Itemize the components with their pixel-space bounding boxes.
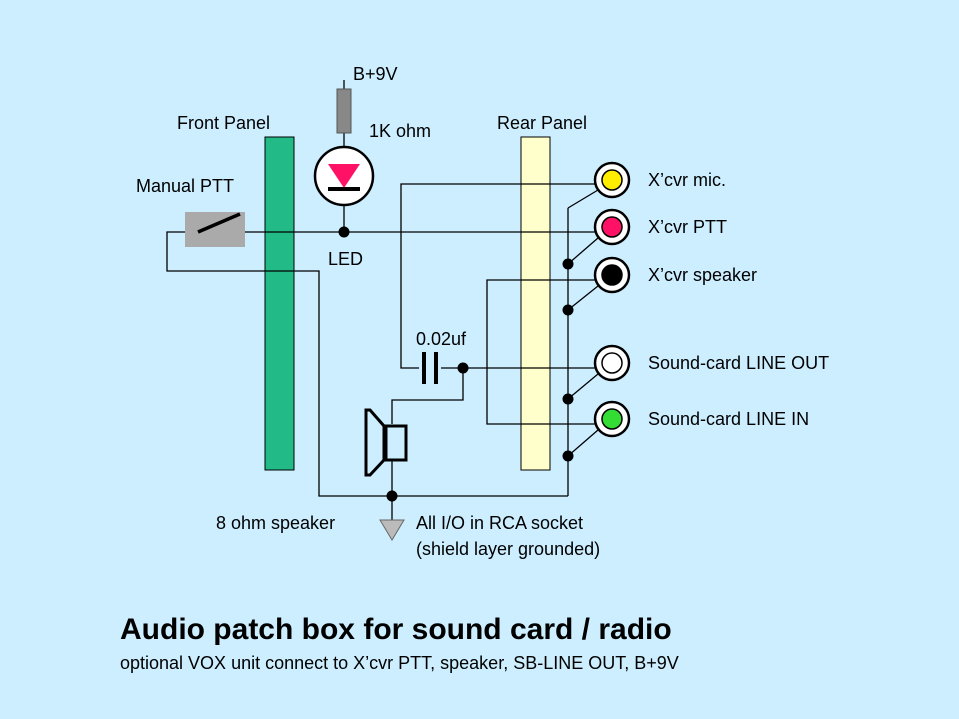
jack-line-in-center xyxy=(601,408,623,430)
led-label: LED xyxy=(328,249,363,269)
jack-speaker-center xyxy=(601,264,623,286)
jack-mic-center xyxy=(601,169,623,191)
rear-panel-label: Rear Panel xyxy=(497,113,587,133)
io-note-line-1: All I/O in RCA socket xyxy=(416,513,583,533)
capacitor-label: 0.02uf xyxy=(416,329,467,349)
jack-line-out-center xyxy=(601,352,623,374)
diagram-title: Audio patch box for sound card / radio xyxy=(120,613,672,646)
front-panel xyxy=(264,136,295,471)
jack-label-ptt: X’cvr PTT xyxy=(648,217,727,237)
manual-ptt-switch xyxy=(185,212,245,247)
rca-jack-line-out xyxy=(593,344,631,382)
manual-ptt-label: Manual PTT xyxy=(136,176,234,196)
jack-label-line-in: Sound-card LINE IN xyxy=(648,409,809,429)
jack-label-line-out: Sound-card LINE OUT xyxy=(648,353,829,373)
diagram-subtitle: optional VOX unit connect to X’cvr PTT, … xyxy=(120,653,679,673)
resistor xyxy=(336,88,352,134)
wires xyxy=(166,80,612,520)
rca-jack-speaker xyxy=(593,256,631,294)
speaker xyxy=(364,408,408,477)
ground-symbol xyxy=(379,519,405,541)
jack-label-speaker: X’cvr speaker xyxy=(648,265,757,285)
jack-ptt-center xyxy=(601,216,623,238)
resistor-label: 1K ohm xyxy=(369,121,431,141)
led xyxy=(313,145,375,207)
rca-jack-mic xyxy=(593,161,631,199)
jack-label-mic: X’cvr mic. xyxy=(648,170,726,190)
speaker-label: 8 ohm speaker xyxy=(216,513,335,533)
rca-jack-ptt xyxy=(593,208,631,246)
front-panel-label: Front Panel xyxy=(177,113,270,133)
supply-label: B+9V xyxy=(353,64,398,84)
rear-panel xyxy=(520,136,551,471)
io-note-line-2: (shield layer grounded) xyxy=(416,539,600,559)
capacitor xyxy=(422,352,438,384)
rca-jack-line-in xyxy=(593,400,631,438)
junction-dots xyxy=(338,226,574,502)
